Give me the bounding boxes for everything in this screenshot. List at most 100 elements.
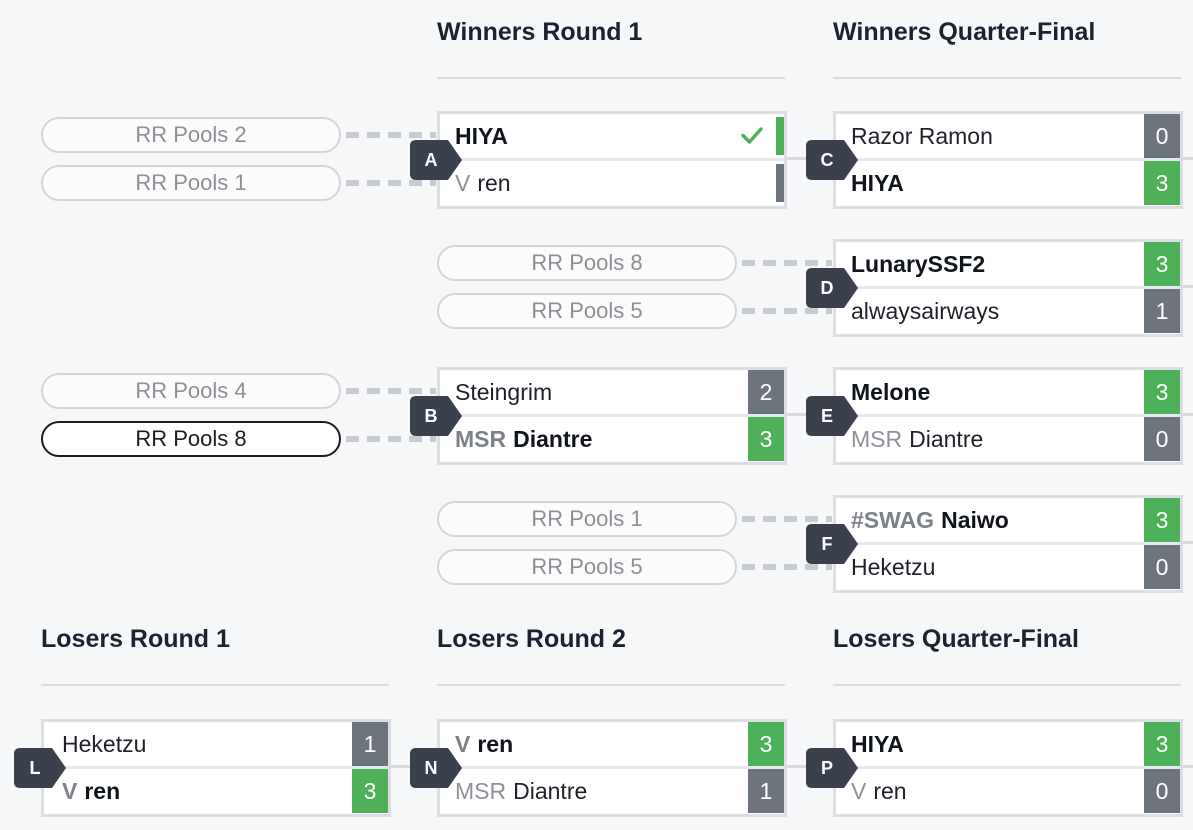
- pool-placeholder[interactable]: RR Pools 5: [437, 293, 737, 329]
- match-id-badge: C: [806, 140, 860, 180]
- match-slot-bottom[interactable]: V ren 0: [836, 769, 1180, 813]
- player-name: HIYA: [851, 169, 904, 196]
- round-title-winners-r1: Winners Round 1: [437, 18, 643, 46]
- connector-dash: [346, 436, 436, 442]
- match-id-badge: E: [806, 396, 860, 436]
- match-card-d[interactable]: LunarySSF2 3 alwaysairways 1: [833, 239, 1183, 337]
- connector-dash: [742, 260, 832, 266]
- match-slot-top[interactable]: Melone 3: [836, 370, 1180, 417]
- match-slot-bottom[interactable]: Heketzu 0: [836, 545, 1180, 589]
- score-box: 2: [748, 370, 784, 414]
- match-card-f[interactable]: #SWAG Naiwo 3 Heketzu 0: [833, 495, 1183, 593]
- score-box: 0: [1144, 417, 1180, 461]
- score-box: 3: [1144, 161, 1180, 205]
- match-id-badge: D: [806, 268, 860, 308]
- score-box: 0: [1144, 545, 1180, 589]
- match-id-badge: L: [14, 748, 68, 788]
- match-slot-top[interactable]: HIYA: [440, 114, 784, 161]
- pool-placeholder[interactable]: RR Pools 1: [41, 165, 341, 201]
- player-name: Melone: [851, 378, 931, 405]
- score-box: 3: [1144, 722, 1180, 766]
- round-title-losers-r1: Losers Round 1: [41, 625, 230, 653]
- match-id-badge: P: [806, 748, 860, 788]
- pool-placeholder[interactable]: RR Pools 5: [437, 549, 737, 585]
- player-name: HIYA: [851, 730, 904, 757]
- match-card-e[interactable]: Melone 3 MSR Diantre 0: [833, 367, 1183, 465]
- match-slot-bottom[interactable]: MSR Diantre 1: [440, 769, 784, 813]
- match-card-b[interactable]: Steingrim 2 MSR Diantre 3: [437, 367, 787, 465]
- score-box: 1: [748, 769, 784, 813]
- match-id-badge: B: [410, 396, 464, 436]
- player-prefix: V: [455, 730, 471, 757]
- loser-indicator: [776, 164, 784, 202]
- pool-placeholder[interactable]: RR Pools 1: [437, 501, 737, 537]
- bracket-connector: [1181, 765, 1193, 768]
- connector-dash: [346, 388, 436, 394]
- match-slot-bottom[interactable]: MSR Diantre 0: [836, 417, 1180, 461]
- player-prefix: V: [455, 169, 471, 196]
- score-box: 1: [352, 722, 388, 766]
- match-card-l[interactable]: Heketzu 1 V ren 3: [41, 719, 391, 817]
- pool-placeholder-highlighted[interactable]: RR Pools 8: [41, 421, 341, 457]
- player-name: alwaysairways: [851, 297, 1000, 324]
- match-id-badge: F: [806, 524, 860, 564]
- match-id-badge: N: [410, 748, 464, 788]
- match-slot-top[interactable]: V ren 3: [440, 722, 784, 769]
- player-prefix: MSR: [455, 425, 507, 452]
- round-divider: [437, 77, 785, 79]
- player-prefix: #SWAG: [851, 506, 935, 533]
- connector-dash: [742, 308, 832, 314]
- match-slot-bottom[interactable]: V ren: [440, 161, 784, 205]
- match-slot-bottom[interactable]: HIYA 3: [836, 161, 1180, 205]
- score-box: 0: [1144, 769, 1180, 813]
- player-name: Naiwo: [941, 506, 1009, 533]
- match-slot-bottom[interactable]: MSR Diantre 3: [440, 417, 784, 461]
- connector-dash: [742, 564, 832, 570]
- player-name: Diantre: [513, 777, 588, 804]
- player-name: Razor Ramon: [851, 122, 993, 149]
- match-slot-top[interactable]: LunarySSF2 3: [836, 242, 1180, 289]
- player-name: Diantre: [909, 425, 984, 452]
- round-title-losers-qf: Losers Quarter-Final: [833, 625, 1079, 653]
- match-card-c[interactable]: Razor Ramon 0 HIYA 3: [833, 111, 1183, 209]
- player-name: Steingrim: [455, 378, 553, 405]
- match-slot-top[interactable]: HIYA 3: [836, 722, 1180, 769]
- score-box: 3: [352, 769, 388, 813]
- pool-placeholder[interactable]: RR Pools 4: [41, 373, 341, 409]
- match-slot-top[interactable]: Heketzu 1: [44, 722, 388, 769]
- player-name: ren: [873, 777, 907, 804]
- winner-indicator: [776, 117, 784, 155]
- score-box: 3: [748, 417, 784, 461]
- player-prefix: V: [851, 777, 867, 804]
- connector-dash: [346, 132, 436, 138]
- match-slot-bottom[interactable]: V ren 3: [44, 769, 388, 813]
- match-card-a[interactable]: HIYA V ren: [437, 111, 787, 209]
- score-box: 3: [1144, 498, 1180, 542]
- bracket-connector: [1181, 541, 1193, 544]
- player-name: Diantre: [513, 425, 593, 452]
- round-divider: [437, 684, 785, 686]
- pool-placeholder[interactable]: RR Pools 8: [437, 245, 737, 281]
- player-name: ren: [477, 169, 511, 196]
- check-icon: [741, 127, 763, 144]
- match-slot-top[interactable]: Steingrim 2: [440, 370, 784, 417]
- score-box: 0: [1144, 114, 1180, 158]
- connector-dash: [742, 516, 832, 522]
- score-box: 3: [1144, 370, 1180, 414]
- player-name: ren: [477, 730, 514, 757]
- match-card-p[interactable]: HIYA 3 V ren 0: [833, 719, 1183, 817]
- pool-placeholder[interactable]: RR Pools 2: [41, 117, 341, 153]
- player-prefix: MSR: [851, 425, 903, 452]
- match-slot-bottom[interactable]: alwaysairways 1: [836, 289, 1180, 333]
- score-box: 1: [1144, 289, 1180, 333]
- match-slot-top[interactable]: Razor Ramon 0: [836, 114, 1180, 161]
- bracket-connector: [1181, 413, 1193, 416]
- player-name: LunarySSF2: [851, 250, 986, 277]
- round-divider: [41, 684, 389, 686]
- bracket-connector: [1181, 285, 1193, 288]
- score-box: 3: [748, 722, 784, 766]
- round-divider: [833, 77, 1181, 79]
- player-name: Heketzu: [62, 730, 147, 757]
- match-slot-top[interactable]: #SWAG Naiwo 3: [836, 498, 1180, 545]
- match-card-n[interactable]: V ren 3 MSR Diantre 1: [437, 719, 787, 817]
